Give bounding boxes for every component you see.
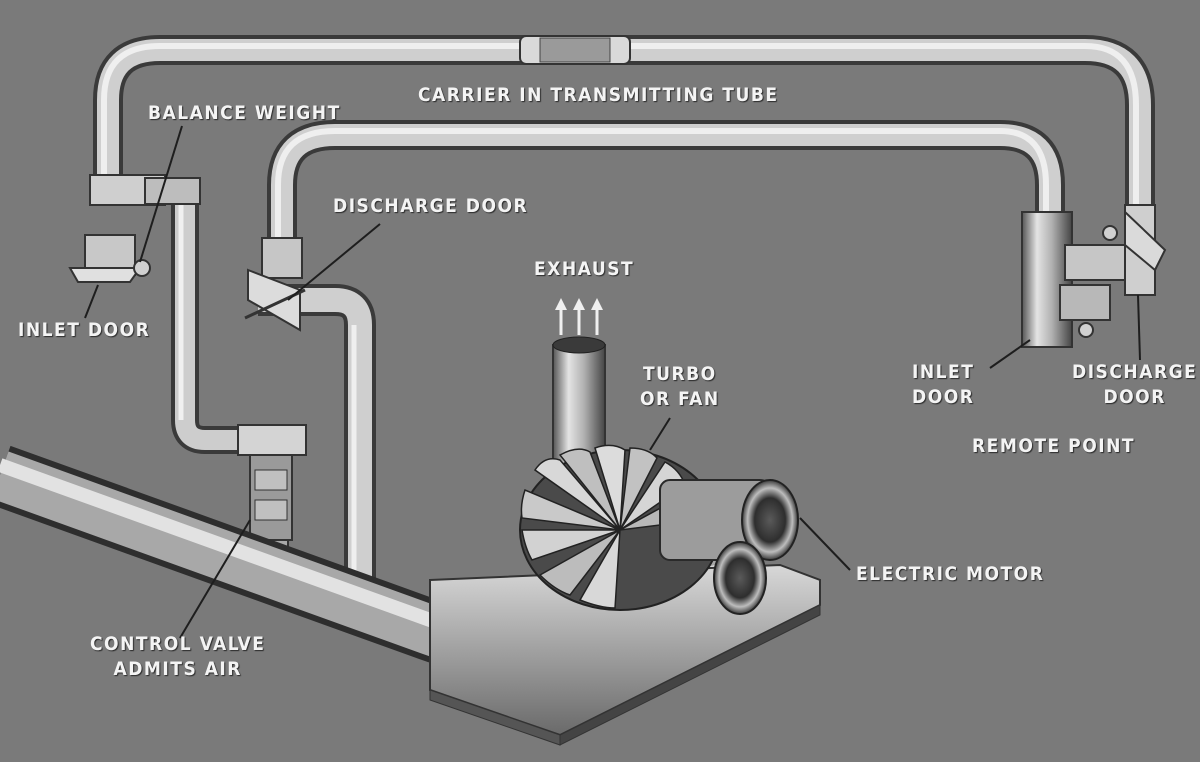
label-discharge-line-1: DISCHARGE <box>1072 361 1198 383</box>
label-balance-weight: BALANCE WEIGHT <box>148 102 341 124</box>
label-inlet-line-2: DOOR <box>912 386 975 408</box>
label-turbo-line-1: TURBO <box>642 363 717 385</box>
label-inlet-line-1: INLET <box>912 361 975 383</box>
leader-discharge-door-right <box>1137 294 1141 361</box>
carrier-capsule <box>519 35 631 65</box>
exhaust-stack <box>552 298 606 466</box>
middle-riser <box>244 237 376 580</box>
label-inlet-door-right: INLET DOOR <box>912 360 974 410</box>
label-exhaust: EXHAUST <box>534 258 635 280</box>
label-turbo-line-2: OR FAN <box>640 388 720 410</box>
leader-inlet-door-left <box>84 284 99 319</box>
remote-station <box>1021 204 1167 348</box>
leader-lines <box>84 125 1141 639</box>
label-discharge-line-2: DOOR <box>1103 386 1166 408</box>
machine-base <box>429 563 821 746</box>
leader-turbo-fan <box>649 417 671 451</box>
label-carrier-in-transmitting-tube: CARRIER IN TRANSMITTING TUBE <box>418 84 779 106</box>
left-station <box>68 174 275 454</box>
label-discharge-door: DISCHARGE DOOR <box>333 195 529 217</box>
label-discharge-door-right: DISCHARGE DOOR <box>1072 360 1197 410</box>
leader-electric-motor <box>799 517 851 571</box>
label-turbo-or-fan: TURBO OR FAN <box>640 362 720 412</box>
inner-return-tube <box>267 120 1065 245</box>
label-inlet-door-left: INLET DOOR <box>18 319 151 341</box>
leader-balance-weight <box>139 125 183 263</box>
label-control-line-1: CONTROL VALVE <box>90 633 266 655</box>
label-remote-point: REMOTE POINT <box>972 435 1136 457</box>
label-electric-motor: ELECTRIC MOTOR <box>856 563 1045 585</box>
electric-motor <box>659 479 799 615</box>
label-control-line-2: ADMITS AIR <box>113 658 242 680</box>
leader-control-valve <box>179 519 251 639</box>
leader-discharge-door <box>287 223 381 301</box>
label-control-valve-admits-air: CONTROL VALVE ADMITS AIR <box>90 632 265 682</box>
leader-inlet-door-right <box>989 339 1031 369</box>
